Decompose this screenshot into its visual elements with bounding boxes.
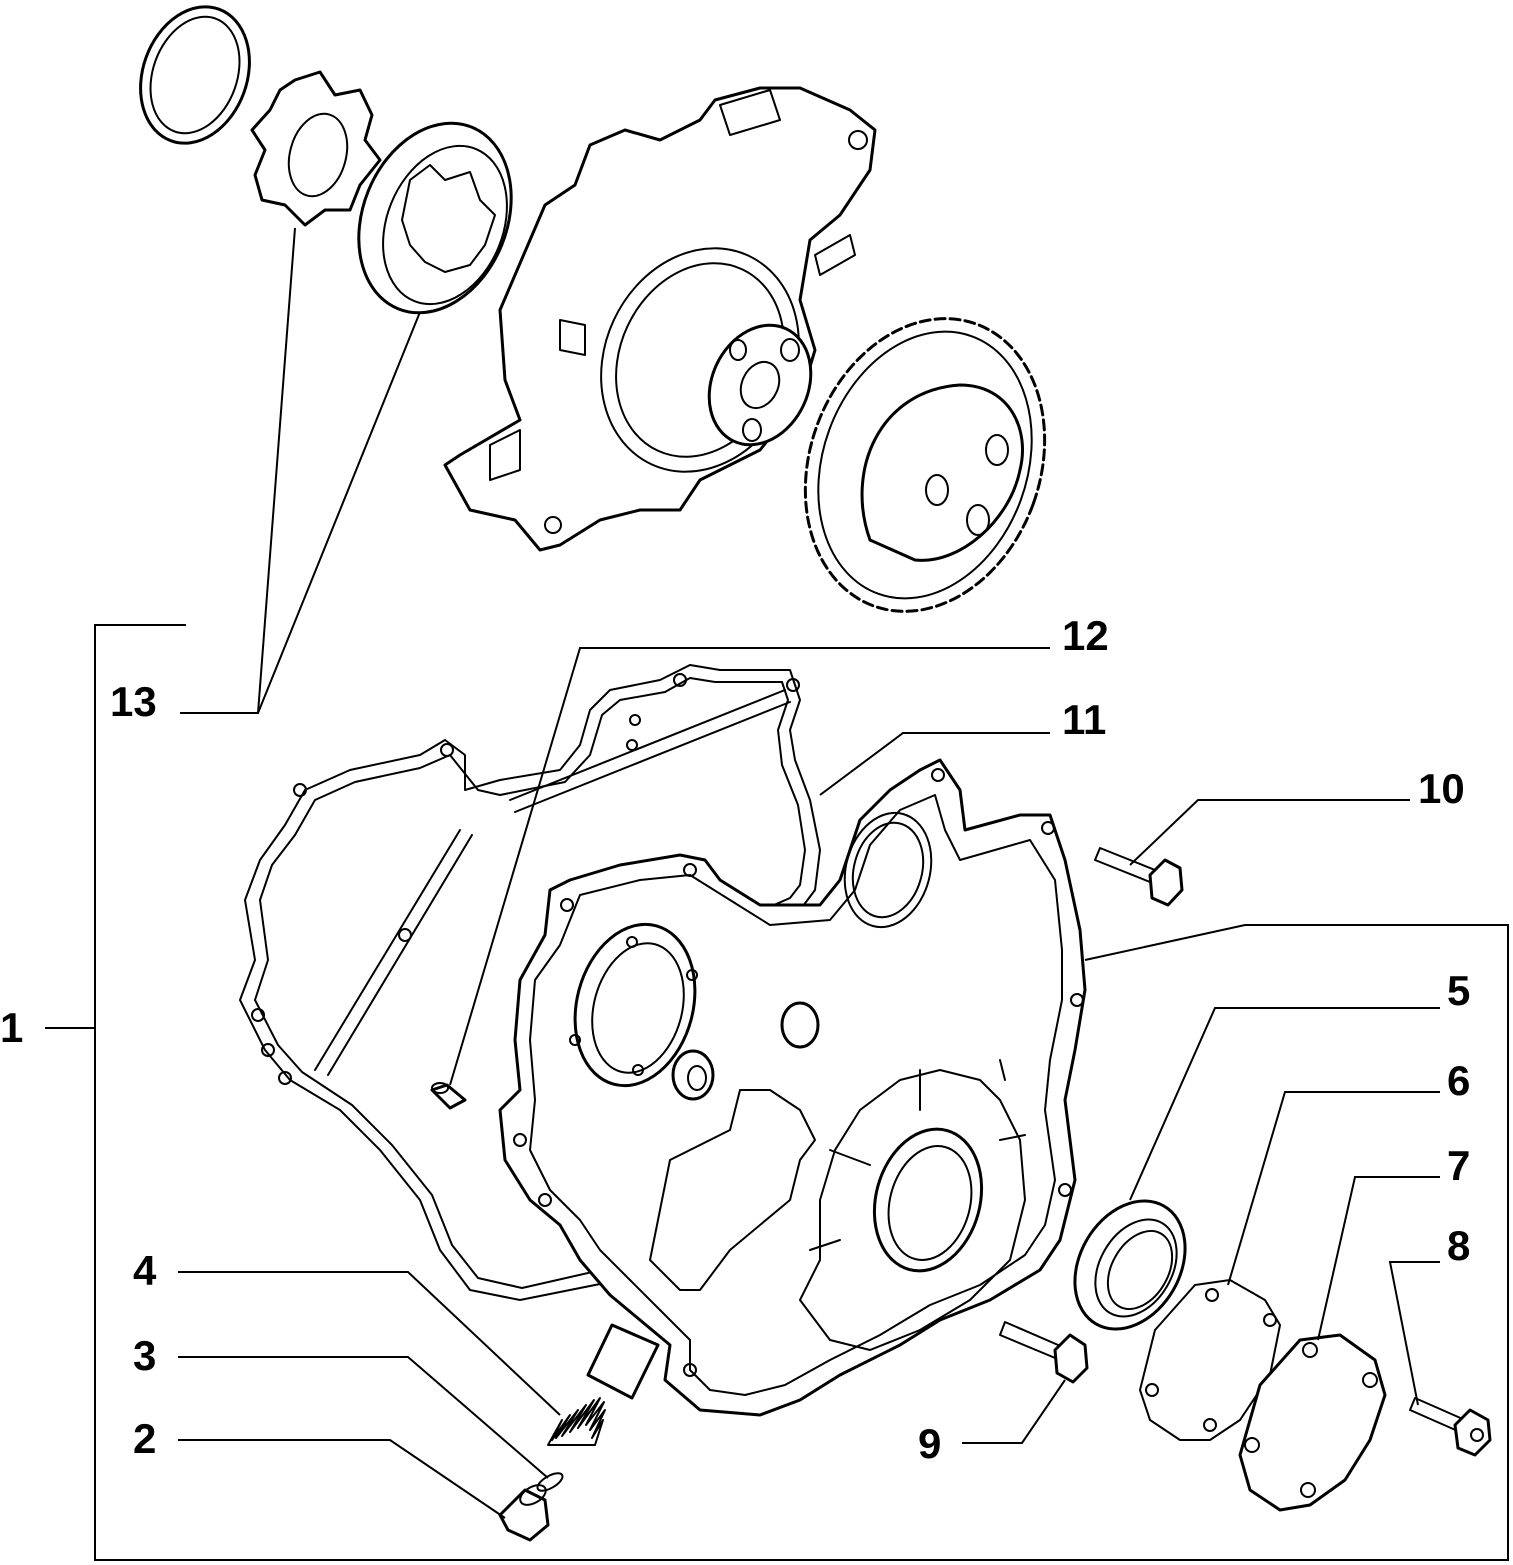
callout-6: 6: [1447, 1057, 1470, 1104]
sealing-ring-13: [139, 5, 251, 145]
callout-13: 13: [110, 678, 157, 725]
outer-rotor-ring: [357, 121, 513, 315]
assembly-bracket-1: [94, 624, 1509, 1561]
gasket: [239, 664, 821, 1301]
leader-line-6: [1227, 1091, 1440, 1286]
callout-3: 3: [133, 1332, 156, 1379]
washer-3: [536, 1472, 564, 1492]
bolt-10: [1094, 847, 1184, 907]
leader-line-9: [962, 1379, 1066, 1444]
plug-2: [498, 1484, 550, 1542]
screw-8: [1409, 1397, 1492, 1457]
callout-2: 2: [133, 1415, 156, 1462]
drive-gear: [803, 317, 1047, 613]
leader-line-4: [178, 1271, 561, 1416]
leader-line-10: [1129, 799, 1410, 866]
pump-housing: [443, 86, 877, 552]
front-cover: [498, 758, 1087, 1417]
leader-line-11: [819, 732, 1050, 796]
callout-1: 1: [0, 1004, 23, 1051]
callout-8: 8: [1447, 1222, 1470, 1269]
leader-line-13: [180, 227, 421, 714]
cover-plate-7: [1238, 1333, 1387, 1512]
callout-7: 7: [1447, 1142, 1470, 1189]
callout-10: 10: [1418, 765, 1465, 812]
cover-gasket-6: [1139, 1279, 1281, 1441]
callout-5: 5: [1447, 967, 1470, 1014]
relief-valve-spring-4: [547, 1397, 606, 1446]
callout-4: 4: [133, 1247, 157, 1294]
relief-valve-piston: [586, 1323, 660, 1400]
leader-line-5: [1129, 1007, 1440, 1201]
oil-seal-5: [1073, 1199, 1187, 1331]
dowel-pin-12: [430, 1082, 467, 1110]
leader-line-7: [1317, 1176, 1440, 1341]
leader-line-8: [1388, 1261, 1440, 1406]
leader-line-2: [178, 1439, 506, 1519]
leader-line-3: [178, 1356, 549, 1479]
callout-9: 9: [918, 1420, 941, 1467]
callout-11: 11: [1062, 696, 1106, 743]
inner-rotor-gear: [250, 70, 382, 227]
callout-12: 12: [1062, 612, 1109, 659]
leader-line-12: [449, 647, 1050, 1086]
bolt-9: [999, 1321, 1089, 1384]
